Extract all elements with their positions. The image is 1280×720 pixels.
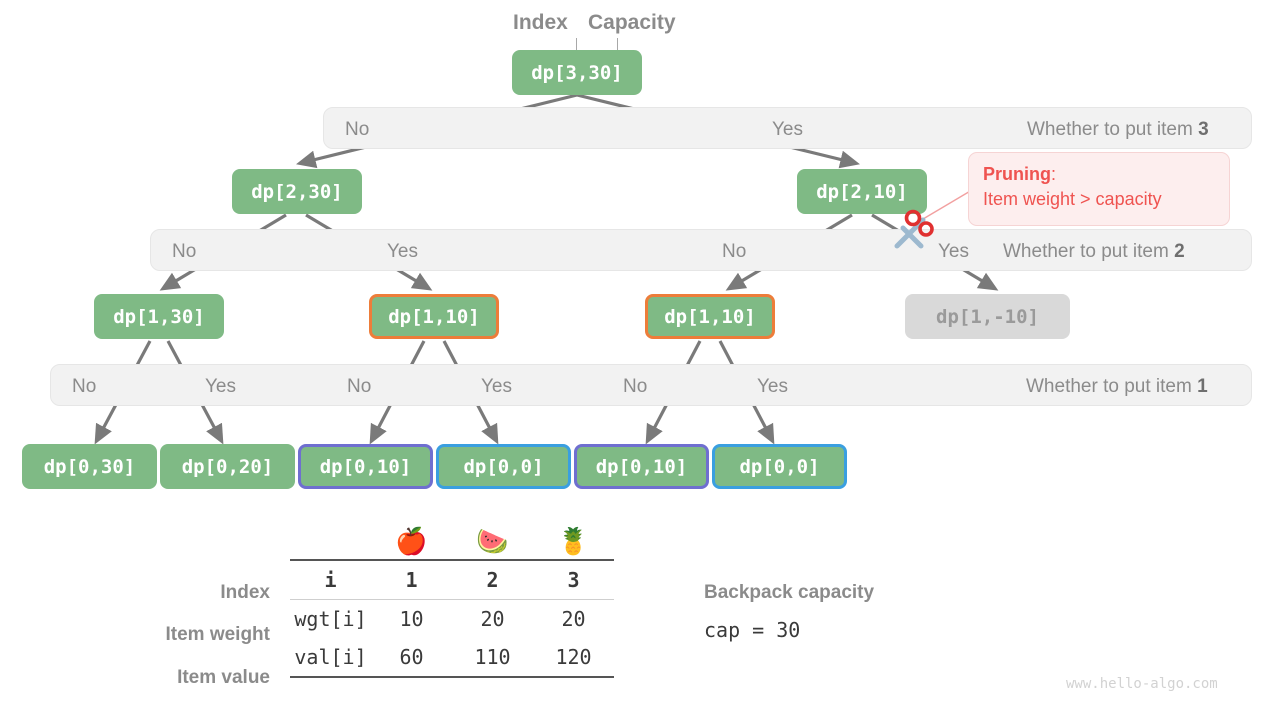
callout-title: Pruning — [983, 164, 1051, 184]
backpack-capacity-label: Backpack capacity — [704, 582, 875, 603]
tree-node-leaf[interactable]: dp[0,0] — [712, 444, 847, 489]
branch-label: No — [623, 376, 648, 397]
branch-label: No — [345, 119, 370, 140]
branch-label: Yes — [387, 241, 418, 262]
table-cell: 20 — [452, 599, 533, 638]
level-question-item3: Whether to put item 3 — [1027, 120, 1209, 139]
level-question-text: Whether to put item — [1027, 119, 1199, 140]
level-question-item: 3 — [1198, 119, 1209, 140]
branch-label: No — [722, 241, 747, 262]
branch-label: Yes — [205, 376, 236, 397]
table-row: val[i] 60 110 120 — [290, 638, 614, 678]
level-question-text: Whether to put item — [1026, 376, 1198, 397]
callout-colon: : — [1051, 164, 1057, 184]
table-row-emoji: 🍎 🍉 🍍 — [290, 520, 614, 560]
pineapple-icon: 🍍 — [557, 527, 590, 557]
table-rowlabel-value: Item value — [177, 667, 270, 688]
level-bar-item1 — [50, 364, 1252, 406]
tree-node-leaf[interactable]: dp[0,20] — [160, 444, 295, 489]
level-question-item2: Whether to put item 2 — [1003, 242, 1185, 261]
branch-label: No — [172, 241, 197, 262]
tree-node-leaf[interactable]: dp[0,30] — [22, 444, 157, 489]
branch-label: Yes — [481, 376, 512, 397]
callout-title-line: Pruning: — [983, 162, 1215, 187]
watermelon-icon: 🍉 — [476, 527, 509, 557]
table-cell: i — [290, 559, 371, 600]
table-cell: 10 — [371, 599, 452, 638]
branch-label: Yes — [938, 241, 969, 262]
callout-body: Item weight > capacity — [983, 189, 1162, 209]
backpack-capacity-value: cap = 30 — [704, 618, 801, 642]
level-question-item: 1 — [1197, 376, 1208, 397]
apple-icon: 🍎 — [395, 527, 428, 557]
tree-node-highlighted[interactable]: dp[1,10] — [369, 294, 499, 339]
pruning-callout: Pruning: Item weight > capacity — [968, 152, 1230, 226]
branch-label: No — [347, 376, 372, 397]
table-cell: wgt[i] — [290, 599, 371, 638]
scissors-icon — [894, 209, 934, 249]
branch-label: Yes — [757, 376, 788, 397]
watermark: www.hello-algo.com — [1066, 676, 1218, 692]
items-table: 🍎 🍉 🍍 i 1 2 3 wgt[i] 10 20 20 val[i] 60 … — [290, 520, 614, 678]
tree-node-leaf[interactable]: dp[0,0] — [436, 444, 571, 489]
table-cell — [290, 520, 371, 560]
table-cell: 110 — [452, 638, 533, 678]
table-row: wgt[i] 10 20 20 — [290, 599, 614, 638]
branch-label: No — [72, 376, 97, 397]
tree-node-leaf[interactable]: dp[0,10] — [298, 444, 433, 489]
table-rowlabel-weight: Item weight — [165, 624, 270, 645]
tree-node[interactable]: dp[2,30] — [232, 169, 362, 214]
tree-node-pruned[interactable]: dp[1,-10] — [905, 294, 1070, 339]
branch-label: Yes — [772, 119, 803, 140]
tree-node[interactable]: dp[1,30] — [94, 294, 224, 339]
capacity-label: Capacity — [588, 11, 676, 34]
table-cell: 2 — [452, 559, 533, 600]
table-rowlabel-index: Index — [220, 582, 270, 603]
level-question-item1: Whether to put item 1 — [1026, 377, 1208, 396]
table-cell: 3 — [533, 559, 614, 600]
table-cell: 20 — [533, 599, 614, 638]
level-bar-item3 — [323, 107, 1252, 149]
table-cell: 1 — [371, 559, 452, 600]
level-question-text: Whether to put item — [1003, 241, 1175, 262]
tree-node-leaf[interactable]: dp[0,10] — [574, 444, 709, 489]
table-cell: 60 — [371, 638, 452, 678]
level-question-item: 2 — [1174, 241, 1185, 262]
table-cell: 120 — [533, 638, 614, 678]
table-row: i 1 2 3 — [290, 559, 614, 600]
tree-node[interactable]: dp[2,10] — [797, 169, 927, 214]
tree-node-root[interactable]: dp[3,30] — [512, 50, 642, 95]
table-cell: val[i] — [290, 638, 371, 678]
index-label: Index — [513, 11, 568, 34]
level-bar-item2 — [150, 229, 1252, 271]
tree-node-highlighted[interactable]: dp[1,10] — [645, 294, 775, 339]
